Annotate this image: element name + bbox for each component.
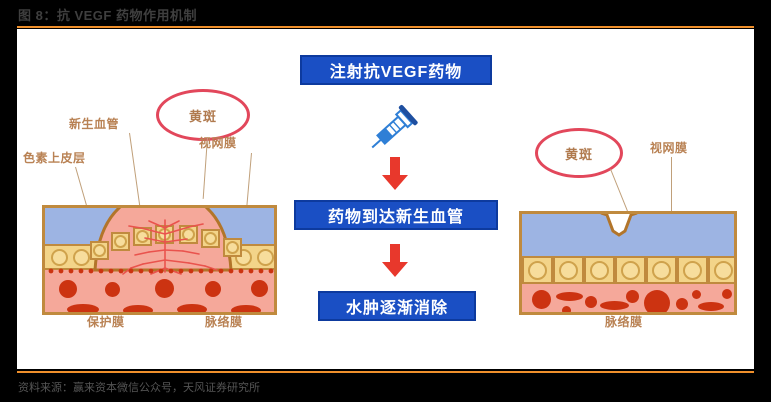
epithelium-cell bbox=[93, 244, 106, 257]
choroid-vessel bbox=[59, 280, 77, 298]
bruchs-membrane-left bbox=[48, 268, 274, 274]
label-choroid-right: 脉络膜 bbox=[605, 315, 643, 329]
macula-callout-right: 黄斑 bbox=[535, 128, 623, 178]
accent-rule-top bbox=[17, 26, 754, 28]
label-choroid-left: 脉络膜 bbox=[205, 315, 243, 329]
flow-step-2[interactable]: 药物到达新生血管 bbox=[294, 200, 498, 230]
epithelium-cell bbox=[51, 249, 68, 266]
flow-arrow-2-icon bbox=[382, 244, 408, 277]
leader-line bbox=[610, 168, 629, 214]
choroid-vessel bbox=[556, 292, 583, 301]
choroid-vessel bbox=[67, 304, 99, 312]
macula-label-left: 黄斑 bbox=[188, 108, 217, 124]
syringe-icon bbox=[371, 104, 418, 149]
epithelium-cell bbox=[257, 249, 274, 266]
choroid-vessel bbox=[600, 301, 629, 310]
left-eye-diagram: 黄斑 新生血管 色素上皮层 视网膜 保护膜 脉络膜 bbox=[17, 29, 307, 329]
flow-step-1[interactable]: 注射抗VEGF药物 bbox=[300, 55, 492, 85]
label-bruchs-membrane-left: 保护膜 bbox=[87, 315, 125, 329]
choroid-vessel bbox=[644, 290, 670, 312]
label-retina-right: 视网膜 bbox=[650, 141, 688, 155]
choroid-vessel bbox=[231, 305, 261, 312]
choroid-vessel bbox=[532, 290, 551, 309]
retina-layer-right bbox=[522, 214, 734, 259]
right-eye-diagram: 黄斑 视网膜 脉络膜 bbox=[495, 29, 754, 329]
choroid-vessel bbox=[676, 298, 688, 310]
macula-callout-left: 黄斑 bbox=[156, 89, 250, 141]
label-neovessel-left: 新生血管 bbox=[69, 117, 120, 131]
epithelium-cell bbox=[559, 261, 578, 280]
left-cross-section bbox=[42, 205, 277, 315]
leader-line bbox=[671, 157, 672, 229]
choroid-vessel bbox=[205, 281, 221, 297]
label-pigment-epithelium-left: 色素上皮层 bbox=[23, 151, 86, 165]
epithelium-cell bbox=[182, 228, 195, 241]
epithelium-cell bbox=[652, 261, 671, 280]
epithelium-cell bbox=[714, 261, 733, 280]
leader-line bbox=[129, 132, 141, 211]
choroid-vessel bbox=[722, 289, 732, 299]
flow-step-3[interactable]: 水肿逐渐消除 bbox=[318, 291, 476, 321]
choroid-vessel bbox=[626, 290, 639, 303]
epithelium-cell bbox=[528, 261, 547, 280]
choroid-vessel bbox=[155, 279, 174, 298]
epithelium-cell bbox=[226, 241, 239, 254]
epithelium-cell bbox=[590, 261, 609, 280]
figure-card: 黄斑 新生血管 色素上皮层 视网膜 保护膜 脉络膜 bbox=[17, 29, 754, 369]
epithelium-cell bbox=[114, 235, 127, 248]
choroid-vessel bbox=[251, 280, 268, 297]
label-retina-left: 视网膜 bbox=[199, 136, 237, 150]
macula-label-right: 黄斑 bbox=[564, 146, 593, 162]
accent-rule-bottom bbox=[17, 371, 754, 373]
flow-arrow-1-icon bbox=[382, 157, 408, 190]
epithelium-cell bbox=[683, 261, 702, 280]
epithelium-cell bbox=[204, 232, 217, 245]
choroid-vessel bbox=[105, 282, 120, 297]
treatment-flow: 注射抗VEGF药物 药物到达新生血管 水肿 bbox=[285, 29, 498, 339]
right-cross-section bbox=[519, 211, 737, 315]
neovessel-network-left bbox=[122, 219, 218, 275]
source-note: 资料来源：赢来资本微信公众号，天风证券研究所 bbox=[18, 382, 260, 394]
epithelium-cell bbox=[73, 249, 90, 266]
choroid-vessel bbox=[562, 306, 571, 312]
page-title: 图 8：抗 VEGF 药物作用机制 bbox=[18, 8, 197, 23]
epithelium-cell bbox=[621, 261, 640, 280]
choroid-vessel bbox=[177, 304, 207, 312]
choroid-vessel bbox=[585, 296, 597, 308]
choroid-vessel bbox=[692, 290, 701, 299]
choroid-vessel bbox=[123, 305, 153, 312]
choroid-vessel bbox=[698, 302, 724, 311]
epithelium-cell bbox=[136, 230, 149, 243]
